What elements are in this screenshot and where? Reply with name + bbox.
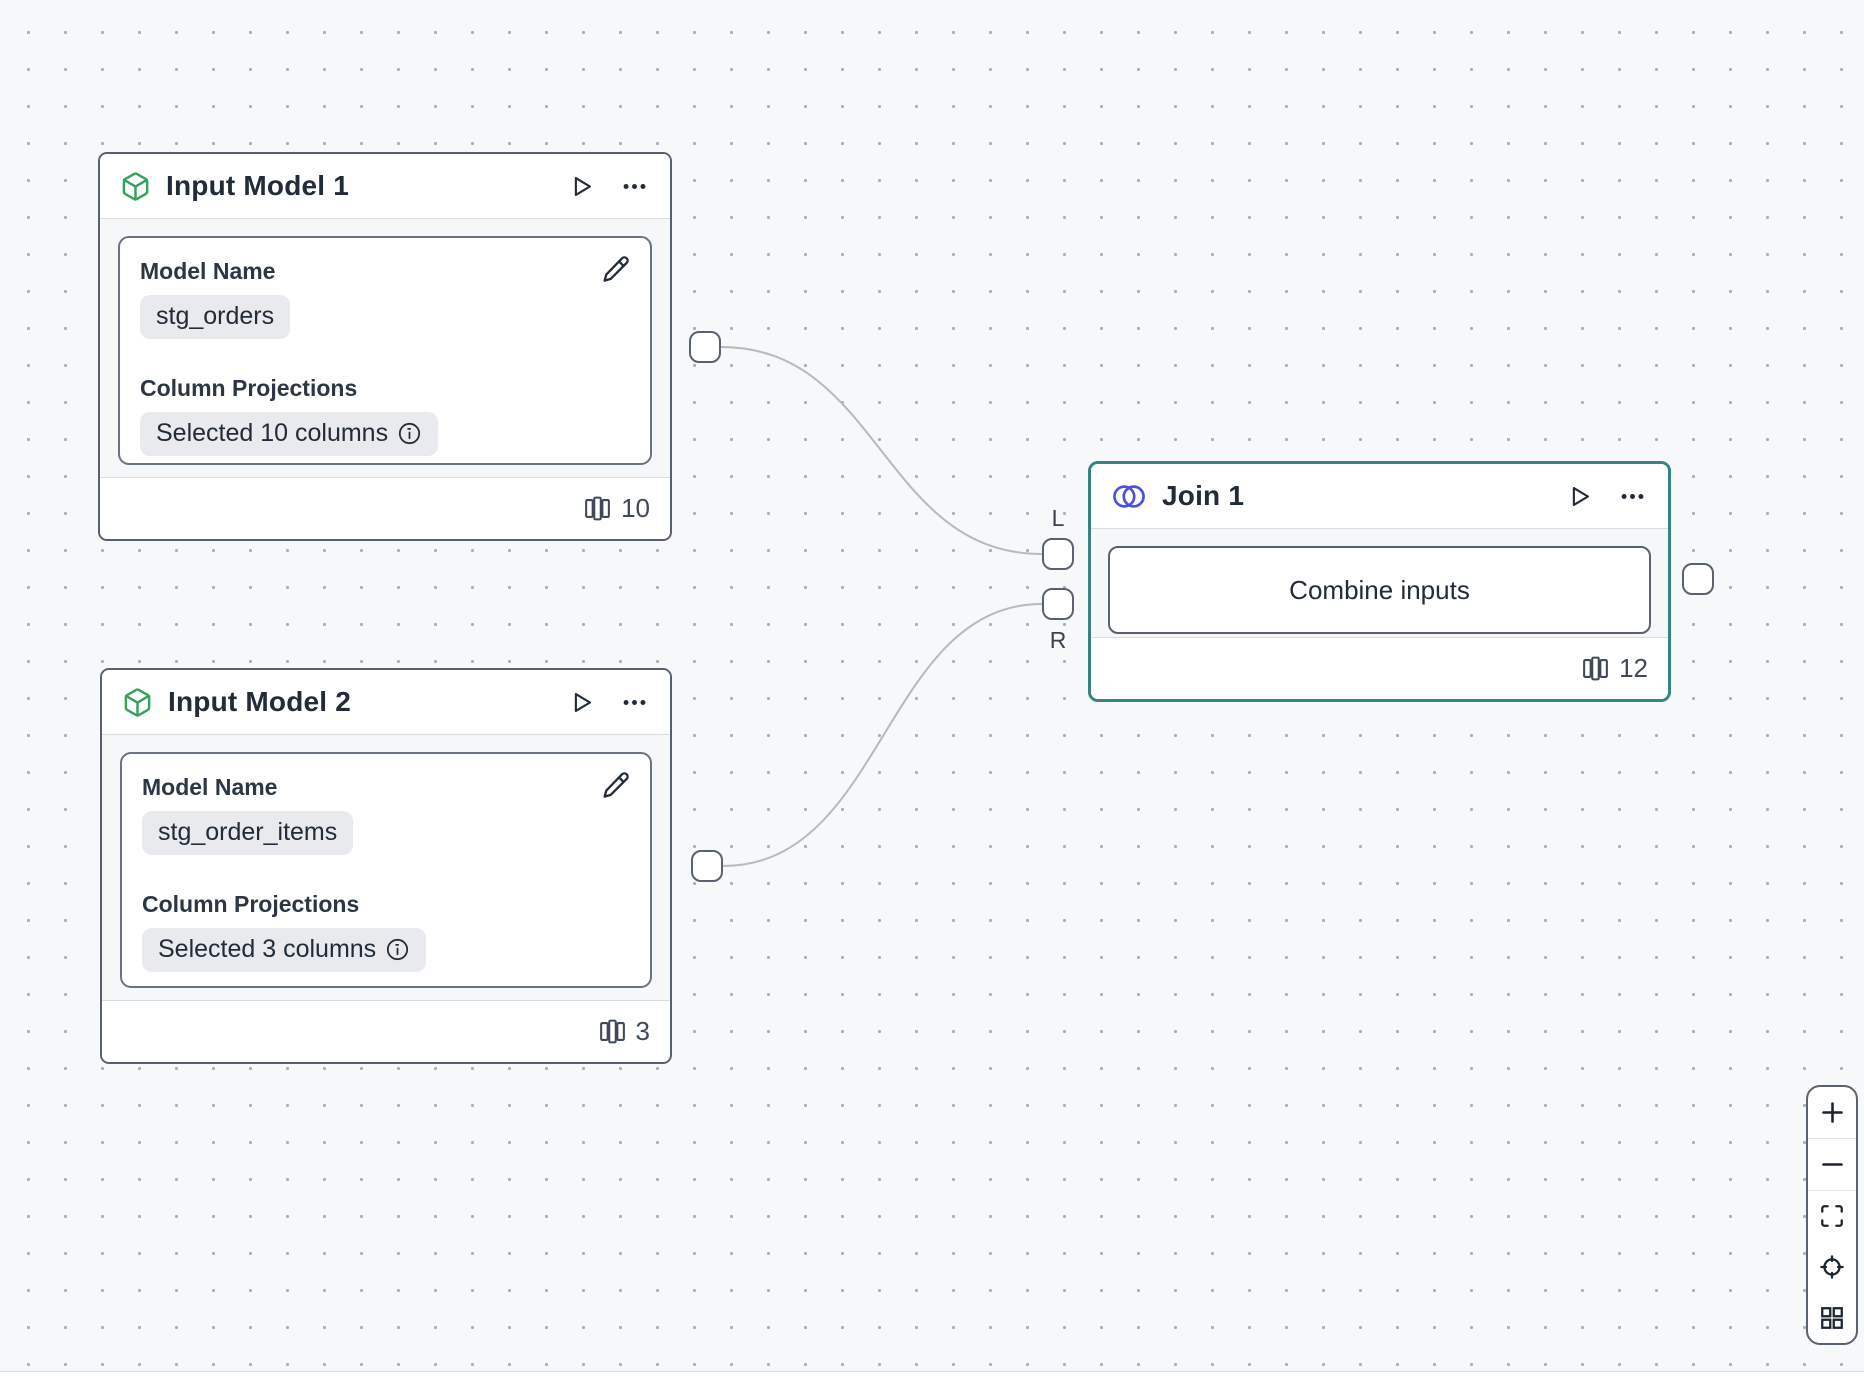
fit-view-button[interactable] [1808, 1191, 1856, 1242]
edge-input2-to-join-right[interactable] [722, 603, 1043, 867]
model-name-label: Model Name [142, 774, 278, 800]
locate-icon [1819, 1254, 1845, 1280]
model-name-chip[interactable]: stg_orders [140, 295, 291, 339]
column-projections-label: Column Projections [142, 891, 360, 917]
zoom-out-icon [1819, 1151, 1846, 1178]
model-name-value: stg_order_items [158, 818, 338, 846]
join-icon [1111, 483, 1147, 510]
run-node-button[interactable] [568, 689, 595, 716]
column-projections-chip[interactable]: Selected 10 columns [140, 412, 439, 456]
node-footer: 10 [100, 477, 670, 539]
combine-inputs-label: Combine inputs [1289, 574, 1470, 605]
node-footer: 3 [102, 1000, 670, 1062]
column-projections-chip[interactable]: Selected 3 columns [142, 928, 427, 972]
more-options-icon[interactable] [621, 173, 648, 200]
model-name-chip[interactable]: stg_order_items [142, 811, 354, 855]
node-body: Combine inputs [1091, 529, 1668, 637]
combine-inputs-button[interactable]: Combine inputs [1108, 546, 1651, 634]
right-port-label: R [1049, 627, 1067, 653]
canvas-bottom-border [0, 1371, 1864, 1372]
node-header: Join 1 [1091, 464, 1668, 529]
node-body: Model Name stg_order_items Column Projec… [102, 735, 670, 1000]
grid-icon [1819, 1305, 1845, 1331]
projections-value: Selected 3 columns [158, 935, 377, 963]
column-count: 3 [635, 1016, 650, 1046]
fit-view-icon [1819, 1203, 1845, 1229]
more-options-icon[interactable] [1619, 483, 1646, 510]
model-config-card: Model Name stg_order_items Column Projec… [120, 752, 652, 988]
join-left-input-port[interactable] [1042, 538, 1074, 570]
bottom-strip [0, 1372, 1864, 1379]
cube-icon [120, 171, 151, 202]
node-footer: 12 [1091, 637, 1668, 699]
left-port-label: L [1051, 505, 1065, 531]
more-options-icon[interactable] [621, 689, 648, 716]
node-input-model-1[interactable]: Input Model 1 Model Name [98, 152, 672, 541]
join-right-input-port[interactable] [1042, 588, 1074, 620]
column-count: 12 [1619, 653, 1648, 683]
locate-button[interactable] [1808, 1241, 1856, 1292]
pencil-icon[interactable] [601, 770, 630, 799]
pencil-icon[interactable] [601, 254, 630, 283]
zoom-in-icon [1819, 1099, 1846, 1126]
node-input-model-2[interactable]: Input Model 2 Model Name [100, 668, 672, 1064]
output-port-input-model-1[interactable] [689, 331, 721, 363]
info-icon[interactable] [385, 937, 410, 962]
node-body: Model Name stg_orders Column Projections… [100, 219, 670, 477]
zoom-out-button[interactable] [1808, 1139, 1856, 1190]
cube-icon [122, 687, 153, 718]
divider [1808, 1137, 1856, 1139]
run-node-button[interactable] [568, 173, 595, 200]
columns-icon [1581, 654, 1610, 683]
node-title: Input Model 2 [168, 686, 352, 717]
columns-icon [598, 1017, 627, 1046]
node-header: Input Model 2 [102, 670, 670, 735]
projections-value: Selected 10 columns [156, 419, 389, 447]
divider [1808, 1189, 1856, 1191]
model-name-value: stg_orders [156, 302, 275, 330]
run-node-button[interactable] [1566, 483, 1593, 510]
canvas-controls-panel [1806, 1085, 1858, 1345]
columns-icon [583, 494, 612, 523]
model-config-card: Model Name stg_orders Column Projections… [118, 236, 652, 465]
model-name-label: Model Name [140, 258, 276, 284]
zoom-in-button[interactable] [1808, 1087, 1856, 1138]
node-join-1[interactable]: Join 1 Combine inputs [1088, 461, 1671, 702]
node-header: Input Model 1 [100, 154, 670, 219]
column-count: 10 [621, 493, 650, 523]
edge-input1-to-join-left[interactable] [720, 346, 1043, 555]
node-title: Join 1 [1162, 480, 1245, 511]
output-port-input-model-2[interactable] [691, 850, 723, 882]
column-projections-label: Column Projections [140, 375, 358, 401]
output-port-join-1[interactable] [1682, 563, 1714, 595]
info-icon[interactable] [397, 421, 422, 446]
grid-layout-button[interactable] [1808, 1292, 1856, 1343]
node-title: Input Model 1 [166, 170, 350, 201]
